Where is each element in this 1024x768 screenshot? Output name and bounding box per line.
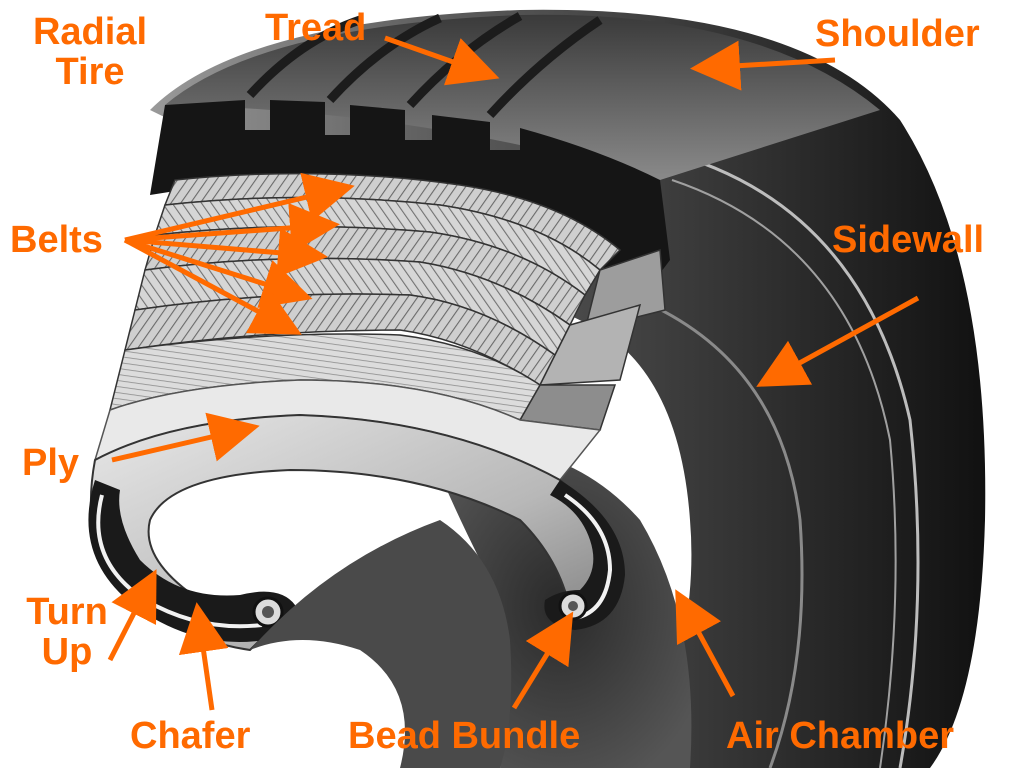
label-sidewall: Sidewall [832,219,985,261]
arrow-ply [111,412,260,463]
label-shoulder: Shoulder [815,13,980,55]
label-chafer: Chafer [130,715,251,757]
label-ply: Ply [22,442,80,484]
label-air-chamber: Air Chamber [726,715,955,757]
tread-section [150,100,670,300]
arrow-belt-1 [124,172,355,243]
arrow-air-chamber [675,589,736,698]
arrow-belt-5 [123,237,302,335]
arrow-turn-up [107,569,157,662]
arrow-belt-3 [124,227,328,278]
label-radial-tire-line1: Radial [32,11,148,53]
label-radial-tire: Radial Tire [20,12,160,92]
arrow-tread [384,35,500,86]
inner-liner [89,413,612,652]
arrow-shoulder [690,40,836,91]
label-tread: Tread [265,7,367,49]
arrow-bead-bundle [511,611,574,710]
arrow-chafer [178,602,229,711]
label-bead-bundle: Bead Bundle [348,715,581,757]
label-turn-up: Turn Up [12,592,122,672]
label-turn-up-line1: Turn [26,591,108,633]
label-turn-up-line2: Up [41,631,93,673]
arrow-sidewall [756,295,920,387]
arrow-belt-4 [124,237,313,308]
label-belts: Belts [10,219,103,261]
label-radial-tire-line2: Tire [55,51,125,93]
arrow-belt-2 [124,202,340,253]
annotation-arrows [107,35,920,711]
